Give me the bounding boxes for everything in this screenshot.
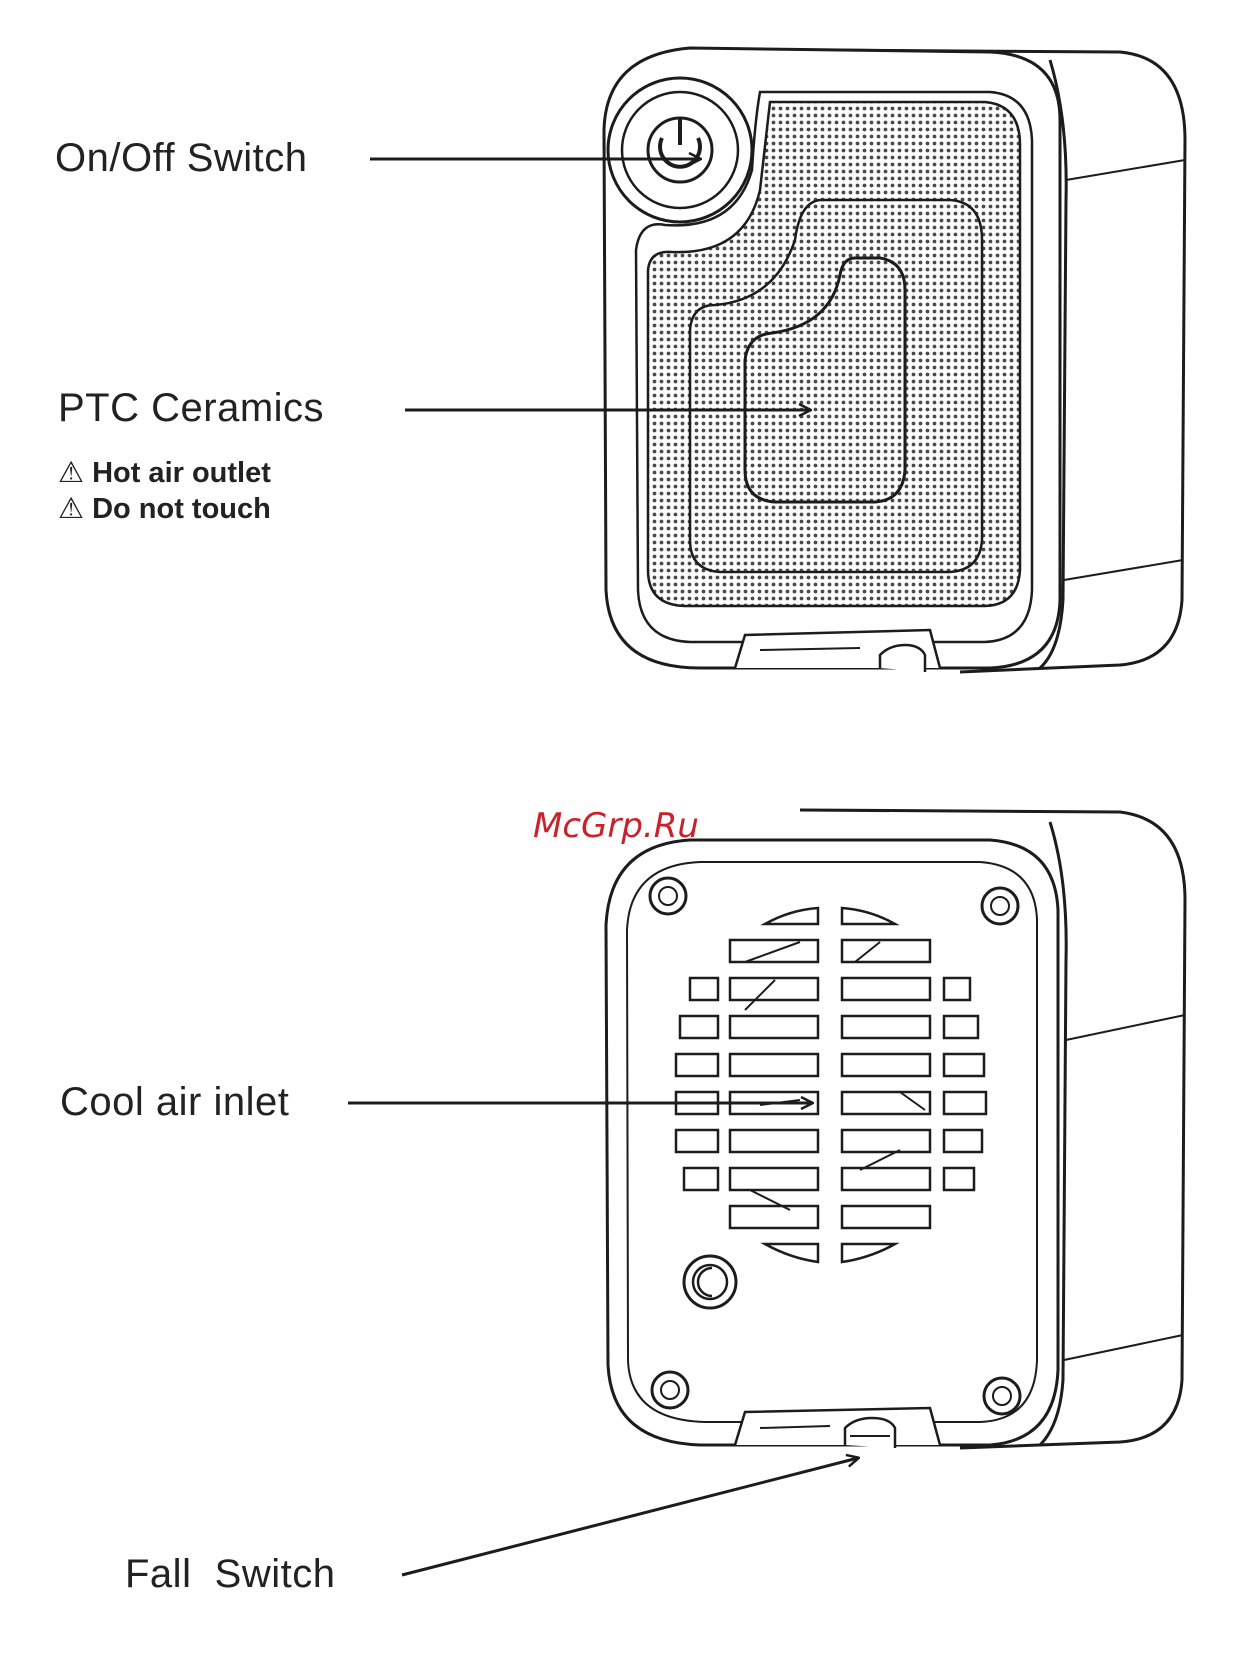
back-heater: [606, 810, 1185, 1448]
warning-icon: ⚠: [58, 455, 84, 489]
fall-switch-arrow: [402, 1458, 858, 1575]
label-fall-switch: Fall Switch: [125, 1552, 336, 1597]
fall-switch: [845, 1418, 895, 1448]
watermark: McGrp.Ru: [533, 806, 699, 846]
label-onoff-switch: On/Off Switch: [55, 136, 308, 181]
front-heater: [604, 48, 1185, 672]
warning-no-touch-text: Do not touch: [92, 493, 271, 525]
back-heater-panel: [606, 840, 1058, 1445]
warning-icon: ⚠: [58, 491, 84, 525]
warning-no-touch: ⚠ Do not touch: [58, 491, 271, 526]
warning-hot-air: ⚠ Hot air outlet: [58, 455, 271, 490]
label-cool-air-inlet: Cool air inlet: [60, 1080, 289, 1125]
warning-hot-air-text: Hot air outlet: [92, 457, 271, 489]
label-ptc-ceramics: PTC Ceramics: [58, 386, 324, 431]
